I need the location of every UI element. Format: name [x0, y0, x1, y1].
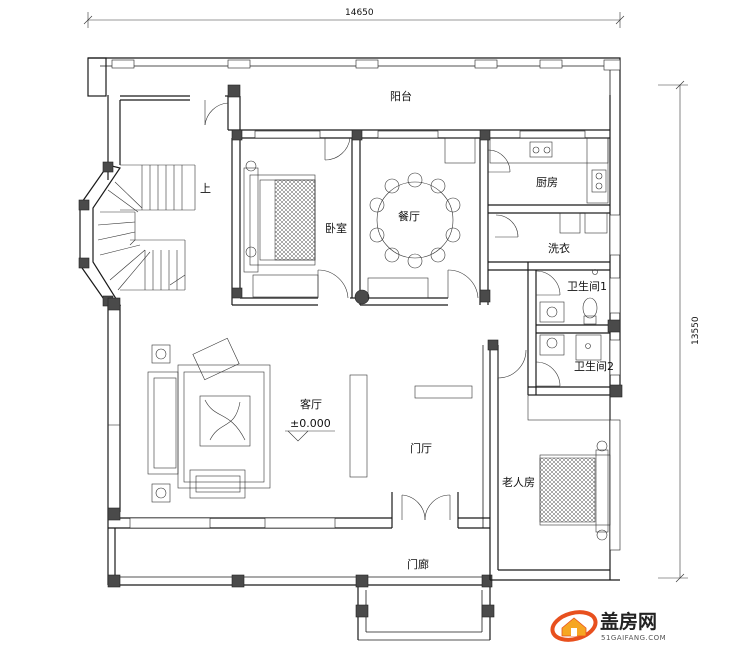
- living-room-walls: [107, 84, 484, 529]
- dimension-top: 14650: [83, 8, 625, 28]
- dimension-right: 13550: [658, 80, 701, 583]
- room-label-porch: 门廊: [407, 557, 429, 571]
- living-room-furniture: [147, 337, 473, 503]
- room-label-elder-room: 老人房: [502, 476, 535, 489]
- elevation-label: ±0.000: [290, 417, 331, 430]
- bathrooms: [527, 262, 621, 395]
- height-dimension-label: 13550: [691, 316, 701, 345]
- room-label-dining: 餐厅: [398, 209, 420, 223]
- room-label-balcony: 阳台: [390, 89, 412, 103]
- balcony-railing: [87, 57, 621, 97]
- room-label-living: 客厅: [300, 397, 322, 411]
- site-logo: 盖房网 51GAIFANG.COM: [550, 610, 666, 642]
- bedroom-bed: [243, 160, 319, 298]
- kitchen: [487, 130, 610, 214]
- laundry: [488, 212, 621, 271]
- logo-url: 51GAIFANG.COM: [601, 634, 666, 642]
- width-dimension-label: 14650: [345, 8, 374, 18]
- porch-structure: [107, 528, 495, 641]
- stair-bay: 上: [78, 161, 211, 307]
- room-label-foyer: 门厅: [410, 441, 432, 455]
- stair-door: [204, 100, 229, 126]
- stair-up-label: 上: [200, 182, 211, 195]
- logo-name: 盖房网: [600, 610, 657, 633]
- room-label-kitchen: 厨房: [536, 176, 558, 189]
- room-label-bedroom: 卧室: [325, 221, 347, 235]
- room-label-laundry: 洗衣: [548, 241, 570, 255]
- dining-table: [369, 172, 461, 269]
- bedroom-walls: [231, 129, 370, 306]
- entry-double-door: [391, 492, 459, 528]
- dining-walls: [360, 129, 491, 306]
- elder-room: [487, 339, 623, 581]
- room-label-bath1: 卫生间1: [567, 279, 607, 293]
- room-label-bath2: 卫生间2: [574, 359, 614, 373]
- elevation-marker: [285, 430, 335, 442]
